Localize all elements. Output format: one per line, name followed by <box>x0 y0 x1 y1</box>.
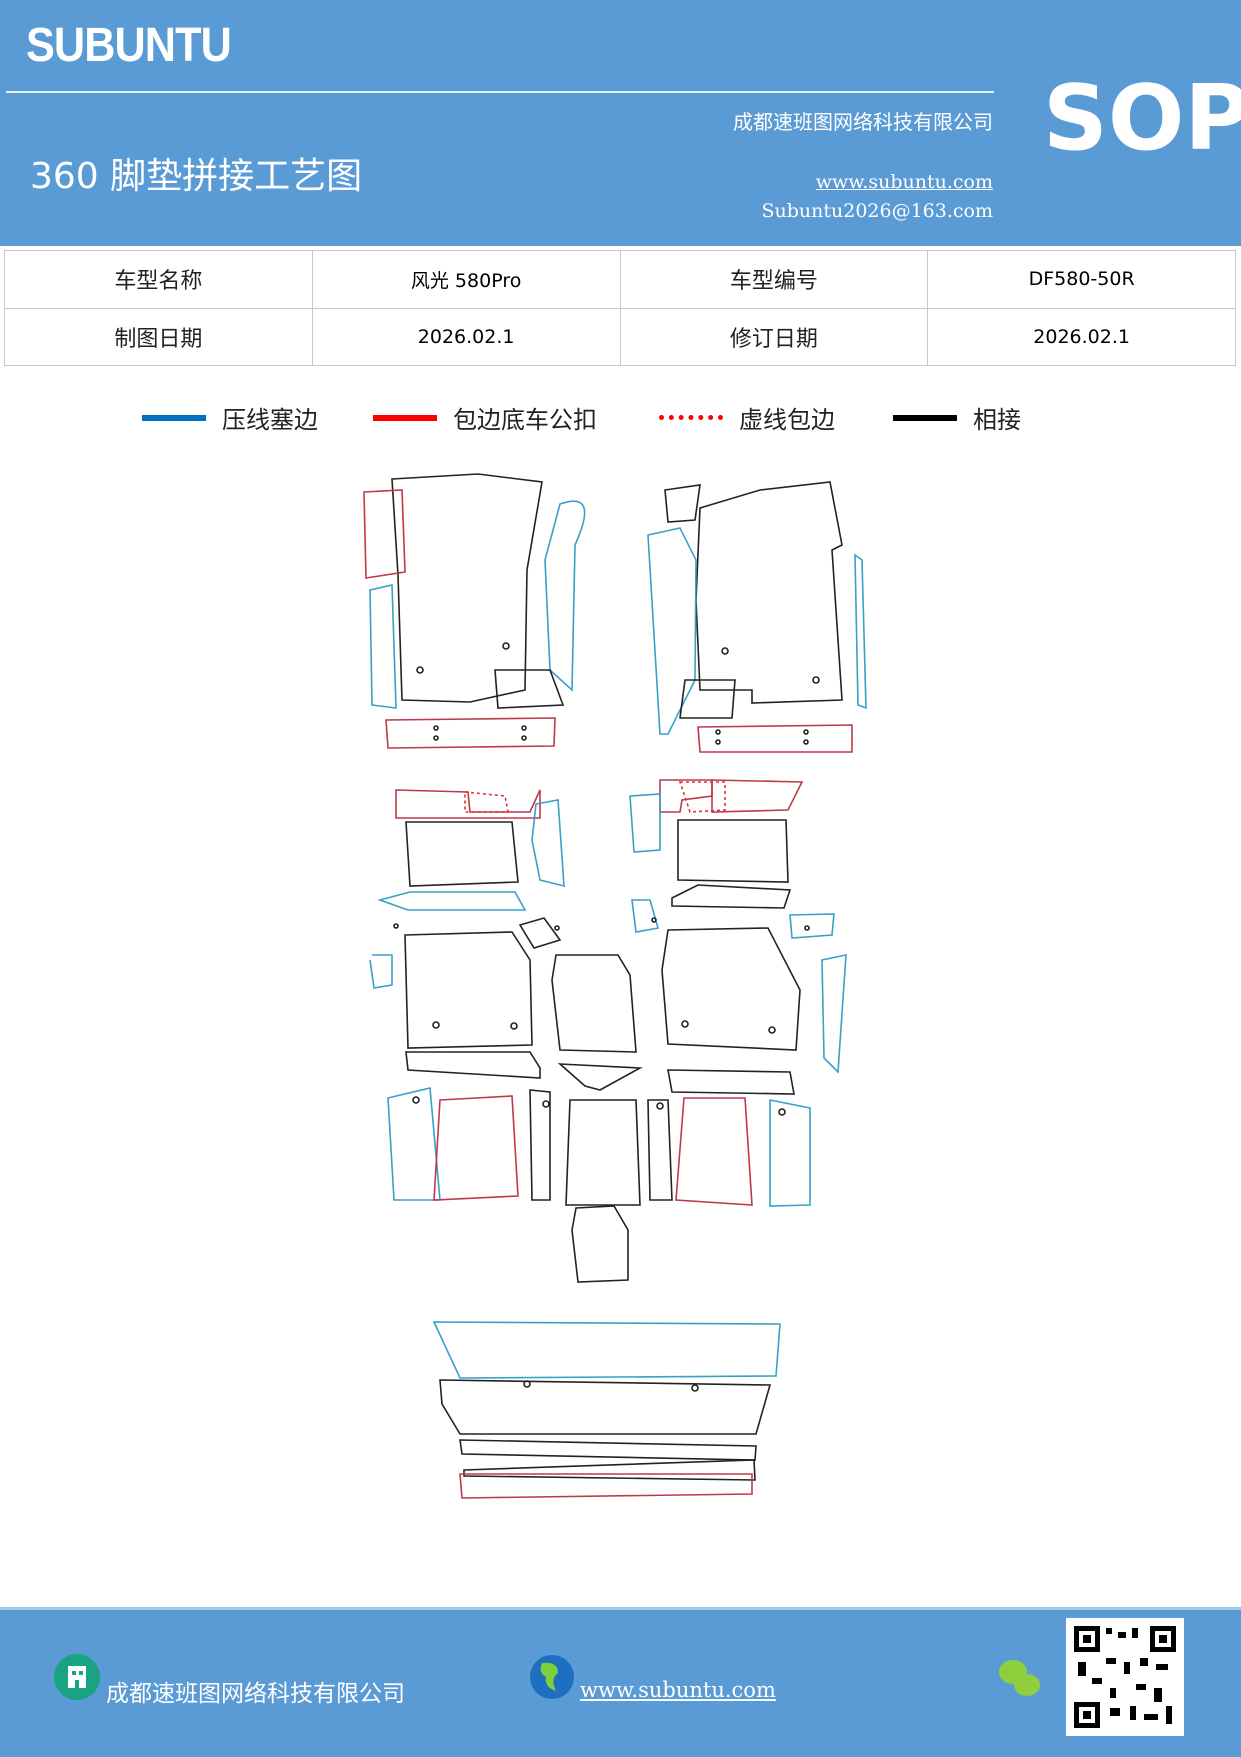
website-link[interactable]: www.subuntu.com <box>815 171 993 193</box>
label-revise-date: 修订日期 <box>619 307 929 366</box>
legend-swatch <box>142 414 206 421</box>
value-model-name: 风光 580Pro <box>311 250 621 309</box>
value-revise-date: 2026.02.1 <box>927 307 1236 366</box>
second-row-left <box>369 789 565 1049</box>
table-row: 车型名称 风光 580Pro 车型编号 DF580-50R <box>4 250 1236 309</box>
third-row-mats <box>387 1051 811 1207</box>
legend-item: 包边底车公扣 <box>373 400 597 435</box>
brand-logo: SUBUNTU <box>26 19 232 72</box>
footer-website-link[interactable]: www.subuntu.com <box>580 1678 776 1702</box>
building-icon <box>54 1654 100 1700</box>
legend-item: 压线塞边 <box>142 400 318 435</box>
wechat-icon <box>999 1660 1040 1696</box>
label-model-name: 车型名称 <box>4 250 313 309</box>
header-divider <box>6 91 994 93</box>
value-draw-date: 2026.02.1 <box>311 307 621 366</box>
sop-badge: SOP <box>1043 66 1241 171</box>
trunk-mat <box>432 1321 781 1499</box>
label-model-code: 车型编号 <box>619 250 929 309</box>
center-console-mat <box>551 954 637 1283</box>
legend-swatch <box>373 414 437 421</box>
footer: 成都速班图网络科技有限公司 www.subuntu.com <box>0 1607 1241 1757</box>
legend-label: 压线塞边 <box>222 406 318 434</box>
front-right-mat <box>647 481 867 753</box>
legend-swatch <box>659 415 723 420</box>
value-model-code: DF580-50R <box>927 250 1236 309</box>
label-draw-date: 制图日期 <box>4 307 313 366</box>
table-row: 制图日期 2026.02.1 修订日期 2026.02.1 <box>4 307 1236 366</box>
legend-label: 相接 <box>973 406 1021 434</box>
second-row-right <box>629 779 847 1074</box>
footer-company: 成都速班图网络科技有限公司 <box>106 1681 405 1707</box>
legend-label: 包边底车公扣 <box>453 406 597 434</box>
qr-code <box>1066 1618 1184 1736</box>
page-title: 360 脚垫拼接工艺图 <box>30 156 363 197</box>
legend-swatch <box>893 414 957 421</box>
mat-splice-diagram <box>363 473 867 1499</box>
legend-item: 相接 <box>893 400 1021 435</box>
header: SUBUNTU 360 脚垫拼接工艺图 成都速班图网络科技有限公司 www.su… <box>0 0 1241 246</box>
email-text: Subuntu2026@163.com <box>761 200 993 222</box>
legend-label: 虚线包边 <box>739 406 835 434</box>
front-left-mat <box>363 473 586 749</box>
company-name: 成都速班图网络科技有限公司 <box>733 110 993 134</box>
info-table: 车型名称 风光 580Pro 车型编号 DF580-50R 制图日期 2026.… <box>4 250 1236 366</box>
legend: 压线塞边 包边底车公扣 虚线包边 相接 <box>0 400 1241 440</box>
globe-icon <box>530 1655 574 1699</box>
legend-item: 虚线包边 <box>659 400 835 435</box>
